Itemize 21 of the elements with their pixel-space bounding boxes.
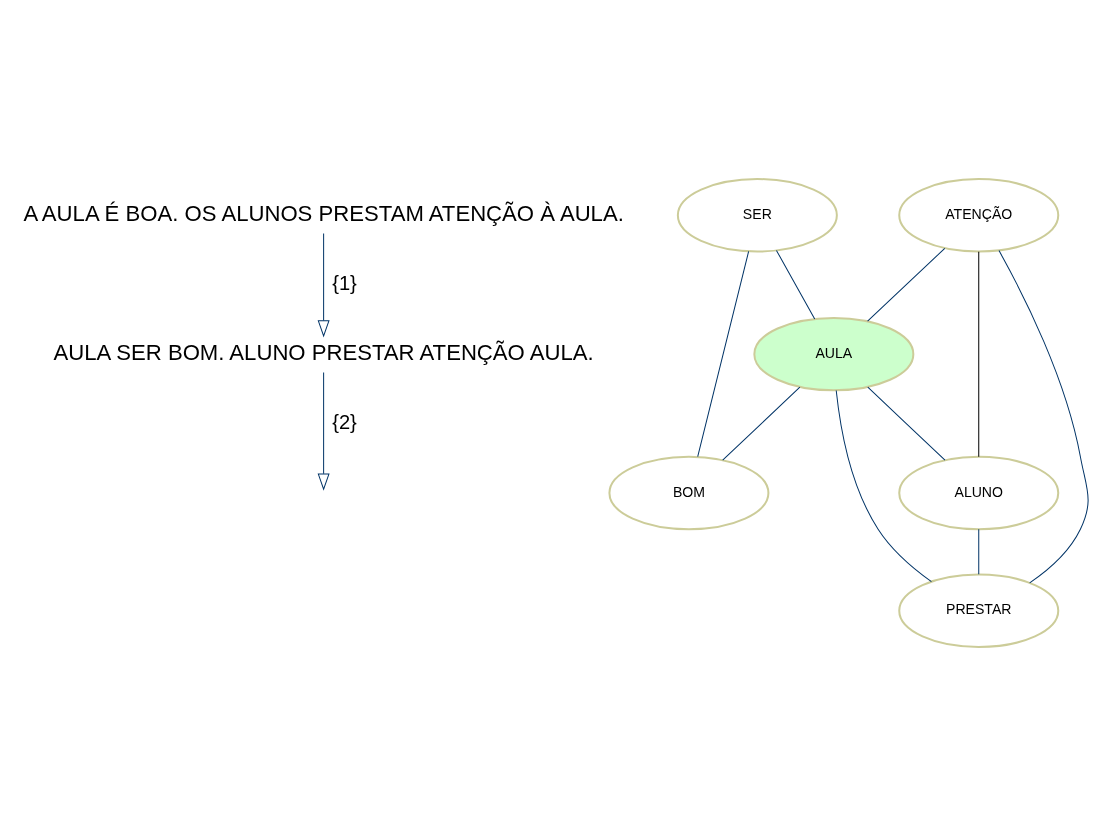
- connector: [835, 389, 932, 582]
- node-text: A AULA É BOA. OS ALUNOS PRESTAM ATENÇÃO À AULA.: [23, 200, 624, 226]
- connector: [867, 247, 946, 322]
- node-ellipse: ATENÇÃO: [898, 177, 1060, 252]
- node-ellipse: PRESTAR: [898, 573, 1060, 648]
- connector: [978, 250, 980, 457]
- node-text: AULA SER BOM. ALUNO PRESTAR ATENÇÃO AULA.: [53, 339, 594, 365]
- edge-label: {1}: [332, 271, 357, 294]
- connector: [867, 386, 946, 461]
- connector: [775, 249, 816, 319]
- arrow: [317, 232, 330, 337]
- edge-label: {2}: [332, 410, 357, 433]
- connector: [978, 528, 980, 575]
- node-ellipse: BOM: [608, 455, 770, 530]
- connector: [722, 386, 801, 461]
- arrow: [317, 371, 330, 491]
- node-ellipse: ALUNO: [898, 455, 1060, 530]
- connector: [998, 249, 1089, 583]
- connector: [697, 250, 750, 457]
- node-ellipse: AULA: [753, 316, 915, 391]
- node-ellipse: SER: [676, 177, 838, 252]
